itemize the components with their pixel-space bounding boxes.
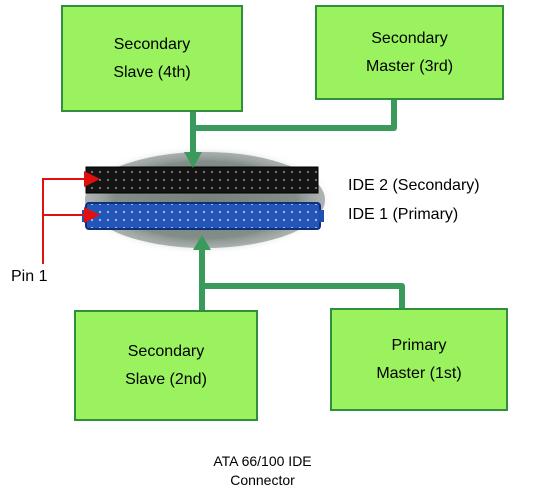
box-line2: Slave (2nd) — [125, 370, 207, 388]
caption-line2: Connector — [230, 472, 295, 488]
box-line2: Master (1st) — [376, 364, 462, 382]
box-line1: Primary — [391, 336, 447, 354]
secondary-master-box: Secondary Master (3rd) — [315, 5, 504, 100]
ide1-cable-arrowhead — [193, 235, 211, 250]
ide2-cable-arrowhead — [184, 152, 202, 168]
primary-master-box: Primary Master (1st) — [330, 308, 508, 411]
secondary-slave-2nd-box: Secondary Slave (2nd) — [74, 310, 258, 421]
caption-line1: ATA 66/100 IDE — [213, 453, 312, 469]
ide2-connector — [85, 166, 319, 194]
box-line1: Secondary — [127, 342, 205, 360]
box-line1: Secondary — [113, 35, 191, 53]
box-line2: Master (3rd) — [365, 57, 454, 75]
ide2-label: IDE 2 (Secondary) — [348, 177, 480, 194]
ide1-connector — [85, 202, 321, 230]
ide1-cable — [199, 242, 405, 310]
box-line1: Secondary — [371, 29, 448, 47]
pin1-label: Pin 1 — [11, 268, 48, 285]
connector-photo — [75, 145, 335, 255]
ide1-label: IDE 1 (Primary) — [348, 206, 459, 223]
pin1-arrows — [42, 171, 100, 264]
secondary-slave-box: Secondary Slave (4th) — [61, 5, 243, 112]
box-line2: Slave (4th) — [113, 63, 191, 81]
diagram-caption: ATA 66/100 IDE Connector — [170, 452, 355, 490]
